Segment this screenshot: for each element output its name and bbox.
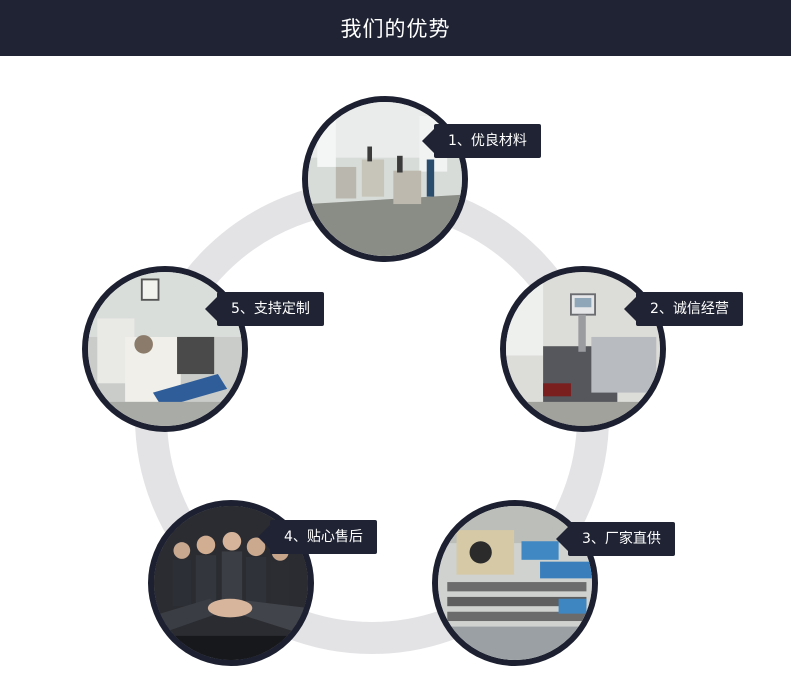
machine-panel-photo [500, 266, 666, 432]
advantage-tag-customization: 5、支持定制 [205, 292, 324, 326]
advantage-item-materials: 1、优良材料 [302, 96, 541, 262]
page-header: 我们的优势 [0, 0, 791, 56]
advantage-item-after-sales: 4、贴心售后 [148, 500, 377, 666]
advantage-tag-direct-supply: 3、厂家直供 [556, 522, 675, 556]
advantage-tag-integrity: 2、诚信经营 [624, 292, 743, 326]
advantage-item-integrity: 2、诚信经营 [500, 266, 743, 432]
advantage-item-direct-supply: 3、厂家直供 [432, 500, 675, 666]
page-title: 我们的优势 [340, 17, 451, 41]
equipment-closeup-photo [82, 266, 248, 432]
factory-floor-photo [302, 96, 468, 262]
advantage-tag-materials: 1、优良材料 [422, 124, 541, 158]
advantage-item-customization: 5、支持定制 [82, 266, 324, 432]
advantage-tag-after-sales: 4、贴心售后 [258, 520, 377, 554]
